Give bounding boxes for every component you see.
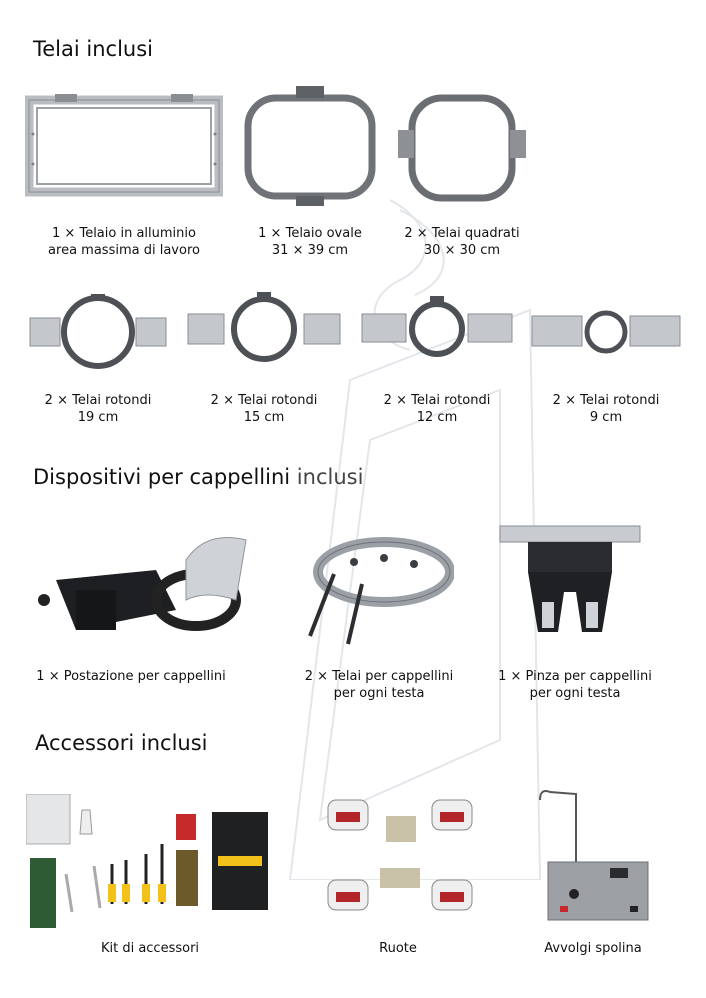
square-frame-image bbox=[398, 92, 526, 204]
caption-bobbin-winder: Avvolgi spolina bbox=[544, 941, 642, 956]
section-title-caps-main: Dispositivi per cappellini bbox=[33, 465, 291, 489]
aluminium-frame-image bbox=[25, 94, 223, 198]
round-frame-15-image bbox=[186, 292, 342, 364]
section-title-frames: Telai inclusi bbox=[33, 37, 154, 61]
round-frame-9-image bbox=[530, 306, 682, 358]
cap-clamp-image bbox=[498, 522, 642, 646]
section-title-accessories: Accessori inclusi bbox=[35, 731, 208, 755]
round-frame-19-image bbox=[28, 294, 168, 370]
round-frame-12-image bbox=[360, 296, 514, 360]
cap-station-image bbox=[36, 530, 250, 642]
caption-cap-station: 1 × Postazione per cappellini bbox=[36, 669, 226, 684]
section-title-caps: Dispositivi per cappellini inclusi bbox=[33, 465, 363, 489]
casters-image bbox=[322, 794, 478, 924]
caption-casters: Ruote bbox=[379, 941, 417, 956]
bobbin-winder-image bbox=[530, 782, 652, 924]
oval-frame-image bbox=[238, 84, 382, 210]
caption-accessory-kit: Kit di accessori bbox=[100, 941, 200, 956]
section-title-caps-light: inclusi bbox=[296, 465, 364, 489]
cap-frame-image bbox=[304, 524, 454, 646]
accessory-kit-image bbox=[26, 794, 272, 930]
